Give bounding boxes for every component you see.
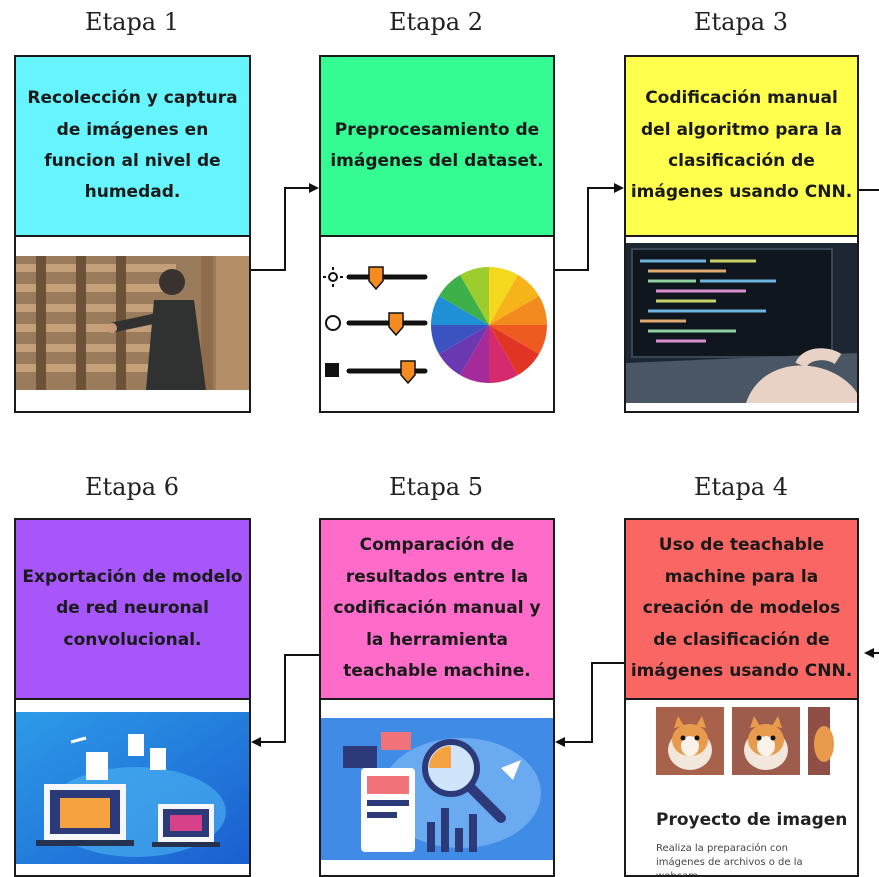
stage-6-box: Exportación de modelo de red neuronal co… [14, 518, 251, 877]
dog-thumbnail-2 [732, 707, 800, 775]
stage-3-photo-laptop-coding [626, 243, 857, 403]
stage-5-title: Etapa 5 [388, 473, 484, 501]
project-title: Proyecto de imagen [656, 810, 848, 830]
stage-4-teachable-machine-card: Proyecto de imagen Realiza la preparació… [626, 700, 857, 877]
arrow-stage4-to-stage5 [555, 662, 624, 747]
stage-3-title: Etapa 3 [693, 8, 789, 36]
stage-3-text: Codificación manual del algoritmo para l… [630, 88, 853, 203]
arrow-stage5-to-stage6 [251, 654, 319, 747]
stage-3-box: Codificación manual del algoritmo para l… [624, 55, 859, 413]
stage-1-title: Etapa 1 [84, 8, 180, 36]
stage-4-title: Etapa 4 [693, 473, 789, 501]
stage-6-header: Exportación de modelo de red neuronal co… [16, 520, 249, 700]
stage-3-header: Codificación manual del algoritmo para l… [626, 57, 857, 237]
stage-2-title: Etapa 2 [388, 8, 484, 36]
stage-4-text: Uso de teachable machine para la creació… [630, 535, 853, 682]
stage-2-text: Preprocesamiento de imágenes del dataset… [330, 119, 544, 171]
stage-2-box: Preprocesamiento de imágenes del dataset… [319, 55, 555, 413]
stage-6-illustration-file-transfer [16, 712, 249, 864]
stage-4-header: Uso de teachable machine para la creació… [626, 520, 857, 700]
stage-2-image-adjust-sliders [321, 253, 553, 393]
dog-thumbnail-3 [808, 707, 834, 775]
stage-1-box: Recolección y captura de imágenes en fun… [14, 55, 251, 413]
stage-5-text: Comparación de resultados entre la codif… [333, 535, 541, 682]
stage-2-header: Preprocesamiento de imágenes del dataset… [321, 57, 553, 237]
stage-5-illustration-data-analysis [321, 718, 553, 860]
arrow-stage1-to-stage2 [251, 183, 319, 271]
stage-6-title: Etapa 6 [84, 473, 180, 501]
stage-5-box: Comparación de resultados entre la codif… [319, 518, 555, 877]
stage-1-header: Recolección y captura de imágenes en fun… [16, 57, 249, 237]
arrow-stage2-to-stage3 [555, 183, 624, 271]
stage-5-header: Comparación de resultados entre la codif… [321, 520, 553, 700]
dog-thumbnail-1 [656, 707, 724, 775]
stage-1-photo-wood-pallets [16, 256, 249, 390]
stage-1-text: Recolección y captura de imágenes en fun… [27, 88, 238, 203]
stage-6-text: Exportación de modelo de red neuronal co… [22, 566, 243, 650]
stage-4-box: Uso de teachable machine para la creació… [624, 518, 859, 877]
project-description: Realiza la preparación con imágenes de a… [656, 843, 803, 877]
